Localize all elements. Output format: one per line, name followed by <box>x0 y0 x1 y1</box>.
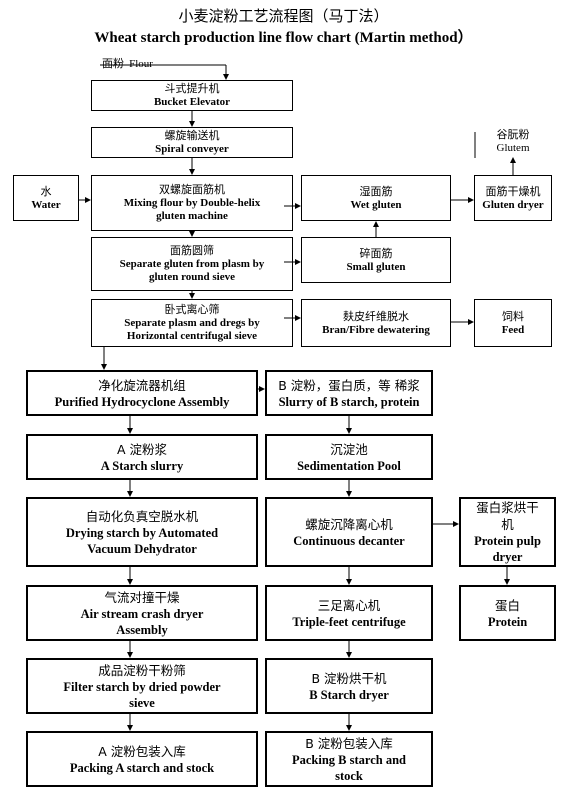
a-starch-slurry-box: A 淀粉浆 A Starch slurry <box>26 434 258 480</box>
feed-box: 饲料 Feed <box>474 299 552 347</box>
page-title-english: Wheat starch production line flow chart … <box>94 30 473 46</box>
slurry-b-starch-box: B 淀粉，蛋白质，等 稀浆 Slurry of B starch, protei… <box>265 370 433 416</box>
horizontal-centrifugal-box: 卧式离心筛 Separate plasm and dregs by Horizo… <box>91 299 293 347</box>
bucket-elevator-box: 斗式提升机 Bucket Elevator <box>91 80 293 111</box>
gluten-dryer-box: 面筋干燥机 Gluten dryer <box>474 175 552 221</box>
wet-gluten-box: 湿面筋 Wet gluten <box>301 175 451 221</box>
glutem-label: 谷朊粉 Glutem <box>496 128 530 154</box>
filter-starch-box: 成品淀粉干粉筛 Filter starch by dried powder si… <box>26 658 258 714</box>
small-gluten-box: 碎面筋 Small gluten <box>301 237 451 283</box>
b-starch-dryer-box: B 淀粉烘干机 B Starch dryer <box>265 658 433 714</box>
packing-b-starch-box: B 淀粉包装入库 Packing B starch and stock <box>265 731 433 787</box>
hydrocyclone-box: 净化旋流器机组 Purified Hydrocyclone Assembly <box>26 370 258 416</box>
water-box: 水 Water <box>13 175 79 221</box>
flour-input-label: 面粉 Flour <box>102 57 153 70</box>
page-title-chinese: 小麦淀粉工艺流程图（马丁法） <box>178 7 389 25</box>
separate-round-sieve-box: 面筋圆筛 Separate gluten from plasm by glute… <box>91 237 293 291</box>
protein-box: 蛋白 Protein <box>459 585 556 641</box>
vacuum-dehydrator-box: 自动化负真空脱水机 Drying starch by Automated Vac… <box>26 497 258 567</box>
protein-pulp-dryer-box: 蛋白浆烘干 机 Protein pulp dryer <box>459 497 556 567</box>
packing-a-starch-box: A 淀粉包装入库 Packing A starch and stock <box>26 731 258 787</box>
bran-fibre-box: 麸皮纤维脱水 Bran/Fibre dewatering <box>301 299 451 347</box>
sedimentation-pool-box: 沉淀池 Sedimentation Pool <box>265 434 433 480</box>
air-stream-dryer-box: 气流对撞干燥 Air stream crash dryer Assembly <box>26 585 258 641</box>
mixing-flour-box: 双螺旋面筋机 Mixing flour by Double-helix glut… <box>91 175 293 231</box>
spiral-conveyer-box: 螺旋输送机 Spiral conveyer <box>91 127 293 158</box>
triple-feet-centrifuge-box: 三足离心机 Triple-feet centrifuge <box>265 585 433 641</box>
continuous-decanter-box: 螺旋沉降离心机 Continuous decanter <box>265 497 433 567</box>
